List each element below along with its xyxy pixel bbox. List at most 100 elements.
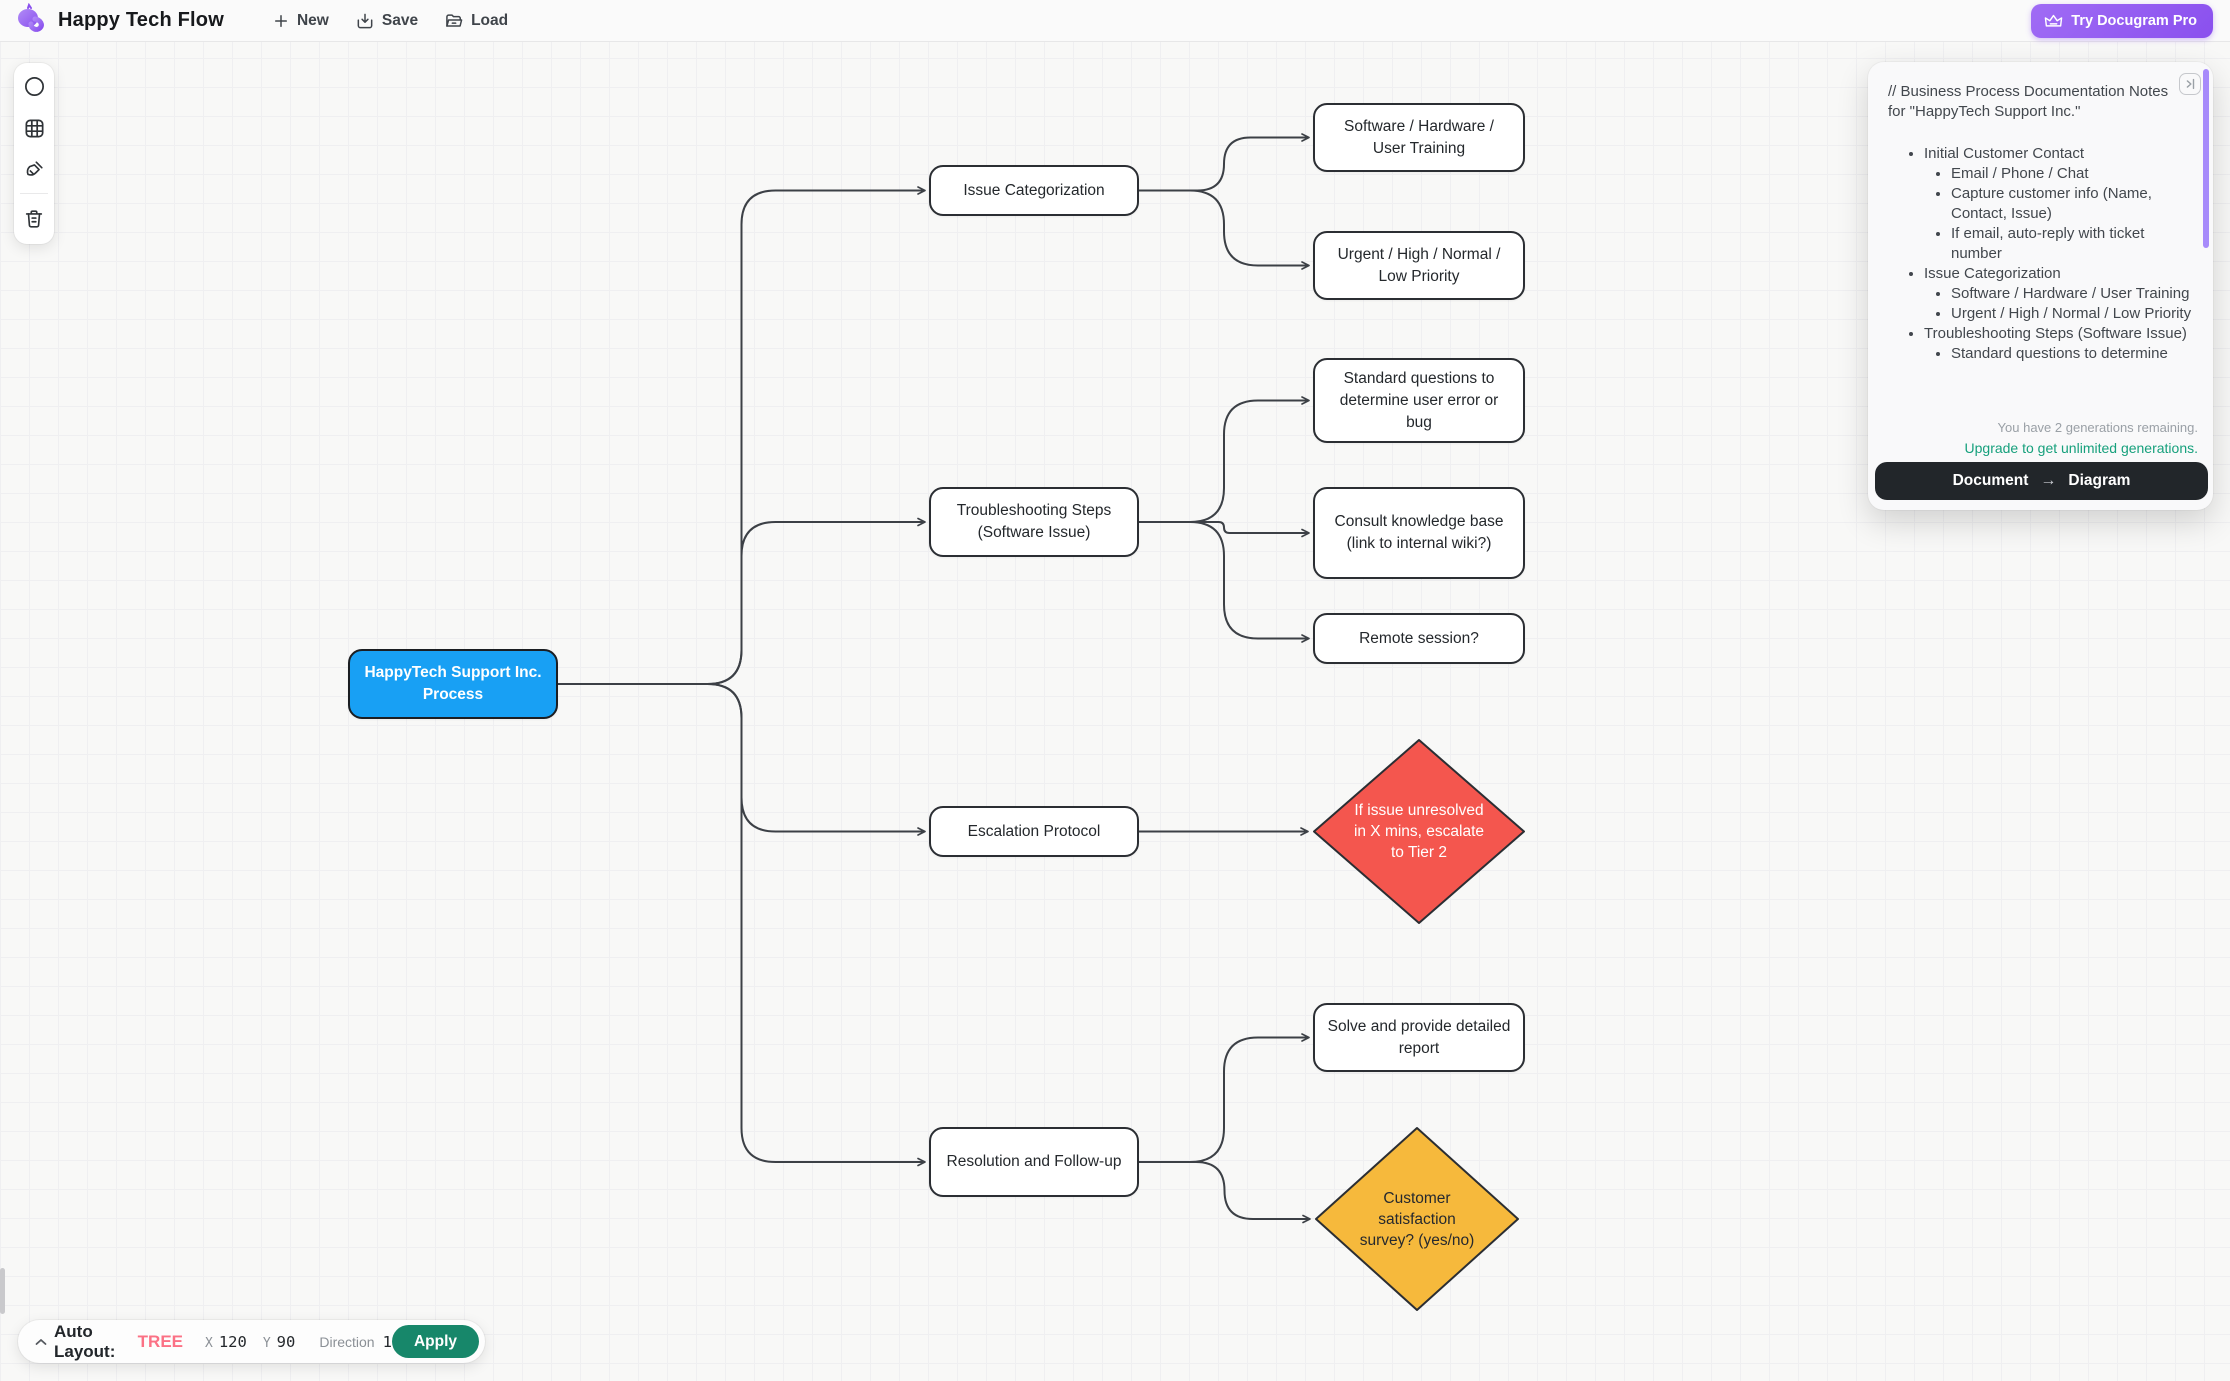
flow-node-knowledge-base[interactable]: Consult knowledge base (link to internal… bbox=[1313, 487, 1525, 579]
flow-node-issue-categorization[interactable]: Issue Categorization bbox=[929, 165, 1139, 216]
circle-tool-button[interactable] bbox=[14, 65, 54, 107]
direction-group: Direction 1 bbox=[319, 1333, 392, 1351]
note-subitem-text: Urgent / High / Normal / Low Priority bbox=[1951, 305, 2192, 322]
flow-node-label: If issue unresolved in X mins, escalate … bbox=[1353, 802, 1485, 861]
header-menu: New Save Load bbox=[272, 11, 508, 31]
circle-icon bbox=[24, 76, 44, 96]
layout-y-group: Y 90 bbox=[263, 1333, 296, 1351]
generate-to-label: Diagram bbox=[2068, 472, 2131, 489]
collapse-panel-button[interactable] bbox=[2179, 73, 2201, 95]
flow-node-troubleshooting-steps[interactable]: Troubleshooting Steps (Software Issue) bbox=[929, 487, 1139, 557]
header-bar: Happy Tech Flow New Save Load bbox=[0, 0, 2230, 42]
generation-notices: You have 2 generations remaining. Upgrad… bbox=[1868, 404, 2208, 462]
document-to-diagram-button[interactable]: Document → Diagram bbox=[1875, 462, 2208, 500]
grid-tool-button[interactable] bbox=[14, 107, 54, 149]
flow-edge bbox=[558, 517, 926, 685]
flow-node-label: Issue Categorization bbox=[963, 181, 1105, 199]
flow-edge bbox=[1139, 1033, 1310, 1163]
note-subitem-text: Email / Phone / Chat bbox=[1951, 165, 2089, 182]
note-item-text: Initial Customer Contact bbox=[1924, 145, 2085, 162]
note-sublist: Standard questions to determine bbox=[1924, 344, 2197, 364]
flow-edge bbox=[558, 683, 926, 1167]
upgrade-link[interactable]: Upgrade to get unlimited generations. bbox=[1964, 440, 2198, 456]
try-pro-label: Try Docugram Pro bbox=[2071, 13, 2197, 29]
generate-from-label: Document bbox=[1952, 472, 2029, 489]
flow-node-priority-levels[interactable]: Urgent / High / Normal / Low Priority bbox=[1313, 231, 1525, 300]
direction-value-input[interactable]: 1 bbox=[382, 1332, 392, 1351]
load-button[interactable]: Load bbox=[444, 11, 508, 31]
new-button[interactable]: New bbox=[272, 12, 329, 30]
flow-node-escalate-tier2[interactable]: If issue unresolved in X mins, escalate … bbox=[1312, 738, 1526, 925]
plus-icon bbox=[274, 14, 287, 27]
apply-layout-button[interactable]: Apply bbox=[391, 1325, 479, 1358]
notes-title: // Business Process Documentation Notes … bbox=[1888, 83, 2169, 120]
flow-node-label: Software / Hardware / User Training bbox=[1344, 117, 1494, 157]
flow-node-root[interactable]: HappyTech Support Inc. Process bbox=[348, 649, 558, 719]
flow-edge bbox=[1139, 521, 1310, 643]
note-subitem-text: If email, auto-reply with ticket number bbox=[1951, 225, 2145, 262]
diamond-shape bbox=[1313, 739, 1525, 924]
flow-node-label: Remote session? bbox=[1359, 629, 1479, 647]
note-item-text: Troubleshooting Steps (Software Issue) bbox=[1924, 325, 2187, 342]
flow-edge bbox=[1139, 189, 1310, 270]
auto-layout-label: Auto Layout: bbox=[54, 1321, 116, 1361]
shape-toolbar bbox=[14, 63, 54, 244]
flow-node-software-hardware-training[interactable]: Software / Hardware / User Training bbox=[1313, 103, 1525, 172]
arrow-right-icon: → bbox=[2040, 472, 2057, 489]
y-label: Y bbox=[262, 1335, 271, 1351]
grid-icon bbox=[24, 118, 44, 138]
notes-content[interactable]: // Business Process Documentation Notes … bbox=[1868, 62, 2199, 452]
note-subitem: Software / Hardware / User Training bbox=[1951, 284, 2197, 304]
notes-list: Initial Customer ContactEmail / Phone / … bbox=[1888, 144, 2197, 364]
toolbar-divider bbox=[20, 193, 48, 194]
flow-node-escalation-protocol[interactable]: Escalation Protocol bbox=[929, 806, 1139, 857]
note-subitem: Capture customer info (Name, Contact, Is… bbox=[1951, 184, 2197, 224]
chevron-up-icon bbox=[35, 1338, 47, 1345]
flow-node-label: Customer satisfaction survey? (yes/no) bbox=[1359, 1189, 1475, 1249]
auto-layout-bar: Auto Layout: TREE X 120 Y 90 Direction 1… bbox=[18, 1320, 485, 1363]
app-title: Happy Tech Flow bbox=[58, 9, 224, 31]
flow-edge bbox=[1139, 133, 1310, 192]
flow-node-label: Solve and provide detailed report bbox=[1327, 1017, 1511, 1057]
note-item: Troubleshooting Steps (Software Issue) St… bbox=[1924, 324, 2197, 364]
flow-node-label: Resolution and Follow-up bbox=[946, 1153, 1122, 1170]
app-logo-icon bbox=[18, 2, 44, 32]
new-button-label: New bbox=[296, 11, 329, 29]
x-value-input[interactable]: 120 bbox=[218, 1332, 247, 1351]
generations-remaining-text: You have 2 generations remaining. bbox=[1997, 420, 2198, 435]
flow-node-label: Urgent / High / Normal / Low Priority bbox=[1337, 245, 1501, 285]
y-value-input[interactable]: 90 bbox=[276, 1332, 296, 1351]
canvas-scrollbar[interactable] bbox=[0, 1268, 5, 1314]
notes-panel: // Business Process Documentation Notes … bbox=[1868, 62, 2213, 510]
flow-edge bbox=[1139, 1161, 1311, 1224]
note-item: Initial Customer ContactEmail / Phone / … bbox=[1924, 144, 2197, 264]
note-item-text: Issue Categorization bbox=[1924, 265, 2061, 282]
panel-scrollbar[interactable] bbox=[2203, 69, 2209, 248]
flow-node-standard-questions[interactable]: Standard questions to determine user err… bbox=[1313, 358, 1525, 443]
flow-node-resolution-followup[interactable]: Resolution and Follow-up bbox=[929, 1127, 1139, 1197]
load-button-label: Load bbox=[471, 11, 509, 29]
delete-tool-button[interactable] bbox=[14, 196, 54, 242]
flow-node-solve-report[interactable]: Solve and provide detailed report bbox=[1313, 1003, 1525, 1072]
layout-x-group: X 120 bbox=[205, 1333, 247, 1351]
clean-tool-button[interactable] bbox=[14, 149, 54, 191]
note-subitem-text: Software / Hardware / User Training bbox=[1951, 285, 2190, 302]
collapse-panel-icon bbox=[2186, 78, 2195, 90]
layout-mode-value[interactable]: TREE bbox=[137, 1331, 184, 1351]
load-icon bbox=[446, 13, 463, 27]
note-sublist: Software / Hardware / User TrainingUrgen… bbox=[1924, 284, 2197, 324]
save-button[interactable]: Save bbox=[355, 11, 418, 31]
trash-icon bbox=[25, 210, 43, 228]
note-subitem: If email, auto-reply with ticket number bbox=[1951, 224, 2197, 264]
note-subitem-text: Capture customer info (Name, Contact, Is… bbox=[1951, 185, 2152, 222]
flow-node-label: Troubleshooting Steps (Software Issue) bbox=[956, 502, 1112, 541]
note-subitem: Urgent / High / Normal / Low Priority bbox=[1951, 304, 2197, 324]
flow-node-remote-session[interactable]: Remote session? bbox=[1313, 613, 1525, 664]
try-pro-button[interactable]: Try Docugram Pro bbox=[2031, 4, 2213, 38]
collapse-bar-button[interactable] bbox=[34, 1337, 54, 1347]
note-subitem: Email / Phone / Chat bbox=[1951, 164, 2197, 184]
flow-node-satisfaction-survey[interactable]: Customer satisfaction survey? (yes/no) bbox=[1314, 1126, 1520, 1312]
